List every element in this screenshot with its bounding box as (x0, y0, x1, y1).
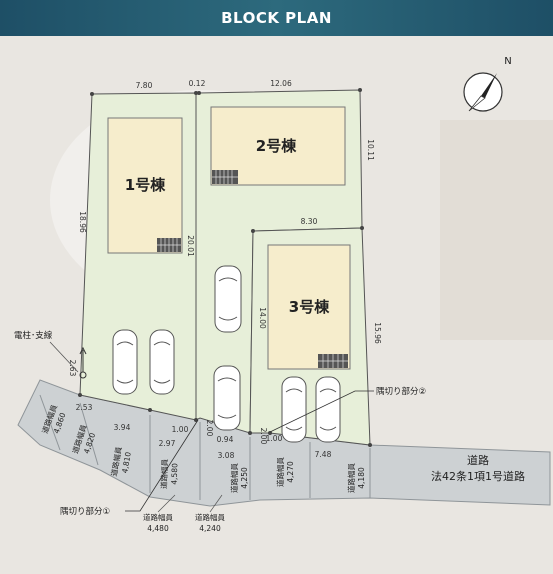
road-width-value: 4,240 (199, 524, 221, 533)
header-banner: BLOCK PLAN (0, 0, 553, 36)
dim-bottom-b: 3.94 (114, 423, 131, 432)
dim-bottom-d: 2.97 (159, 439, 176, 448)
lot-vertices (78, 88, 372, 447)
building-label-3: 3号棟 (289, 298, 330, 316)
car-icon (112, 329, 138, 395)
dim-left-lot1: 18.96 (78, 211, 87, 233)
road-width-title: 道路幅員 (275, 457, 285, 487)
road-width-value: 4,810 (120, 451, 133, 474)
road-width-leader (157, 494, 176, 513)
compass-icon (463, 72, 503, 112)
road-title: 道路 (467, 453, 489, 467)
car-icon (281, 376, 307, 443)
dim-lot3-top: 8.30 (301, 217, 318, 226)
dim-bottom-j: 7.48 (315, 450, 332, 459)
road-width-title: 道路幅員 (195, 512, 225, 522)
dim-lot2-right: 10.11 (366, 139, 375, 161)
building-label-2: 2号棟 (256, 137, 297, 155)
building-1 (107, 117, 183, 254)
car-icon (213, 365, 241, 431)
road-width-value: 4,270 (286, 461, 295, 483)
utility-pole-label: 電柱･支線 (14, 330, 53, 341)
dim-bottom-f: 0.94 (217, 435, 234, 444)
compass-north-label: N (504, 56, 511, 67)
block-plan-svg: 1号棟 2号棟 3号棟 7.80 0.12 12.06 18.96 20.01 … (14, 56, 553, 533)
car-icon (214, 265, 242, 333)
dim-lot1-right: 20.01 (186, 235, 195, 257)
road-width-value: 4,580 (170, 463, 180, 485)
dim-top-lot2: 12.06 (270, 79, 292, 88)
road-segment-lines (39, 394, 371, 500)
road-width-value: 4,180 (357, 467, 366, 489)
car-icon (315, 376, 341, 443)
utility-box-2 (212, 170, 238, 184)
utility-pole-leader (49, 341, 79, 373)
dim-bottom-c: 1.00 (172, 425, 189, 434)
dim-bottom-h: 2.00 (259, 428, 268, 445)
curtain-backdrop (440, 120, 553, 340)
corner-cut-2-label: 隅切り部分② (376, 386, 426, 397)
road-width-title: 道路幅員 (143, 512, 173, 522)
dim-bottom-a: 2.53 (76, 403, 93, 412)
road-width-value: 4,480 (147, 524, 169, 533)
page-title: BLOCK PLAN (221, 9, 332, 27)
dim-lot3-right: 15.96 (373, 322, 382, 344)
dim-top-gap: 0.12 (189, 79, 206, 88)
road-width-title: 道路幅員 (229, 463, 239, 493)
road-subtitle: 法42条1項1号道路 (431, 469, 525, 483)
utility-pole-icon (79, 346, 87, 379)
dim-top-lot1: 7.80 (136, 81, 153, 90)
corner-cut-1-leader (125, 419, 199, 512)
block-plan-diagram: 1号棟 2号棟 3号棟 7.80 0.12 12.06 18.96 20.01 … (0, 36, 553, 570)
road-width-title: 道路幅員 (158, 458, 169, 489)
car-icon (149, 329, 175, 395)
corner-cut-1-label: 隅切り部分① (60, 506, 110, 517)
building-label-1: 1号棟 (125, 176, 166, 194)
dim-bottom-e: 2.00 (205, 420, 214, 437)
building-3 (267, 244, 351, 370)
road-width-leader (209, 494, 223, 513)
dim-bottom-i: 1.00 (266, 434, 283, 443)
utility-box-1 (157, 238, 181, 252)
road-width-title: 道路幅員 (346, 463, 356, 493)
dim-lower-left: 2.63 (68, 360, 77, 377)
dim-lot3-left: 14.00 (258, 307, 267, 329)
road-width-value: 4,250 (240, 467, 249, 489)
dim-bottom-g: 3.08 (218, 451, 235, 460)
corner-cut-2-leader (269, 390, 374, 433)
utility-box-3 (318, 354, 348, 368)
